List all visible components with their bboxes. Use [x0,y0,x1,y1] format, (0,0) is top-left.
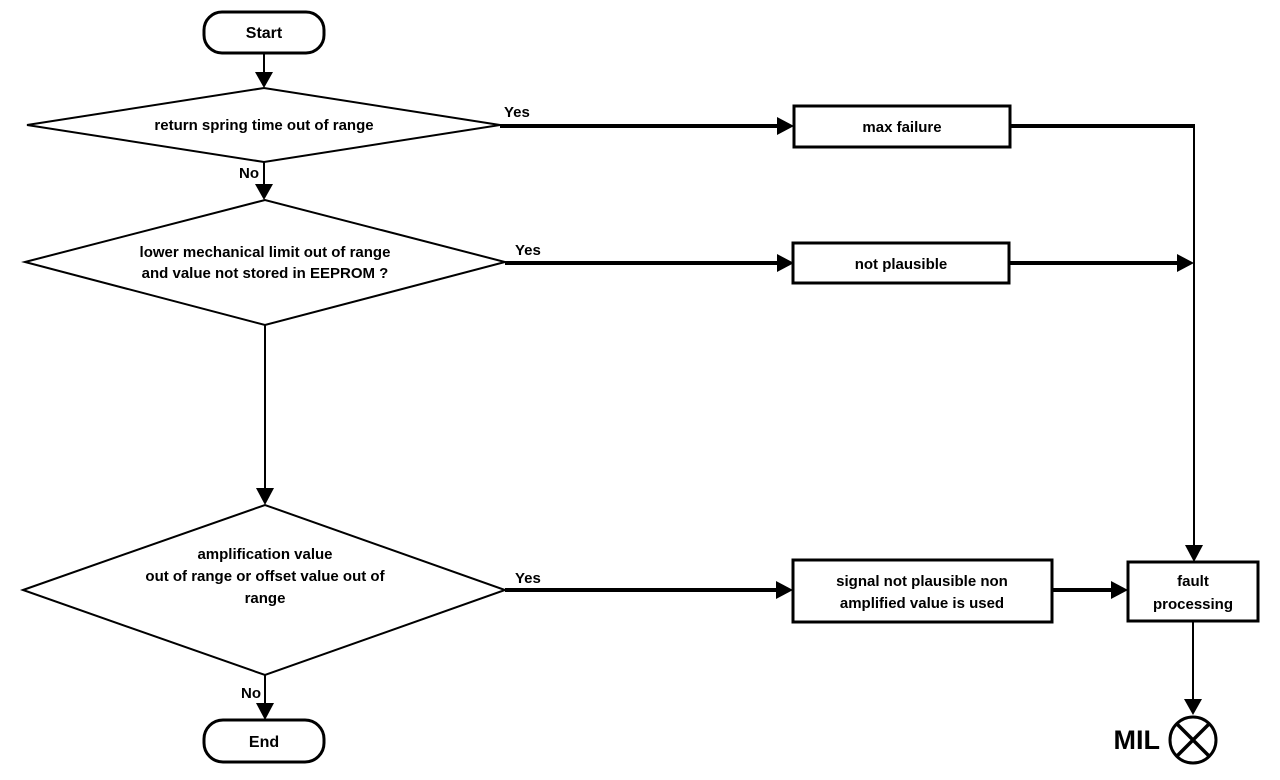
decision2-label-line1: lower mechanical limit out of range [140,244,391,261]
decision3-diamond [19,503,508,677]
not-plausible-box [791,241,1011,285]
arrowhead-icon [1184,699,1202,715]
edge-label-yes3: Yes [515,570,541,587]
arrowhead-icon [1177,254,1194,272]
decision2-label-line2: and value not stored in EEPROM ? [142,265,389,282]
decision1-label: return spring time out of range [154,117,373,134]
decision3-label-line3: range [245,590,286,607]
decision3-label-line1: amplification value [197,546,332,563]
signal-not-plausible-box [791,558,1054,624]
mil-label: MIL [1114,725,1161,755]
arrowhead-icon [777,254,794,272]
edge-label-no1: No [239,165,259,182]
arrowhead-icon [256,488,274,505]
max-failure-label: max failure [862,119,941,136]
fault-label-line2: processing [1153,596,1233,613]
arrowhead-icon [256,703,274,720]
decision2-diamond [21,198,509,327]
end-node [202,718,326,764]
not-plausible-label: not plausible [855,256,948,273]
fault-label-line1: fault [1177,573,1209,590]
end-label: End [249,734,279,751]
max-failure-box [792,104,1012,149]
decision1-diamond [26,86,501,164]
start-label: Start [246,25,283,42]
arrowhead-icon [1111,581,1128,599]
arrowhead-icon [255,72,273,88]
mil-lamp-cross-icon [1175,722,1211,758]
signal-label-line2: amplified value is used [840,595,1004,612]
fault-processing-box [1126,560,1260,623]
arrowhead-icon [255,184,273,200]
start-node [202,10,326,55]
arrowhead-icon [776,581,793,599]
arrowhead-icon [1185,545,1203,562]
edge-label-no3: No [241,685,261,702]
arrowhead-icon [777,117,794,135]
decision3-label-line2: out of range or offset value out of [145,568,385,585]
signal-label-line1: signal not plausible non [836,573,1008,590]
edge-label-yes2: Yes [515,242,541,259]
edge-label-yes1: Yes [504,104,530,121]
